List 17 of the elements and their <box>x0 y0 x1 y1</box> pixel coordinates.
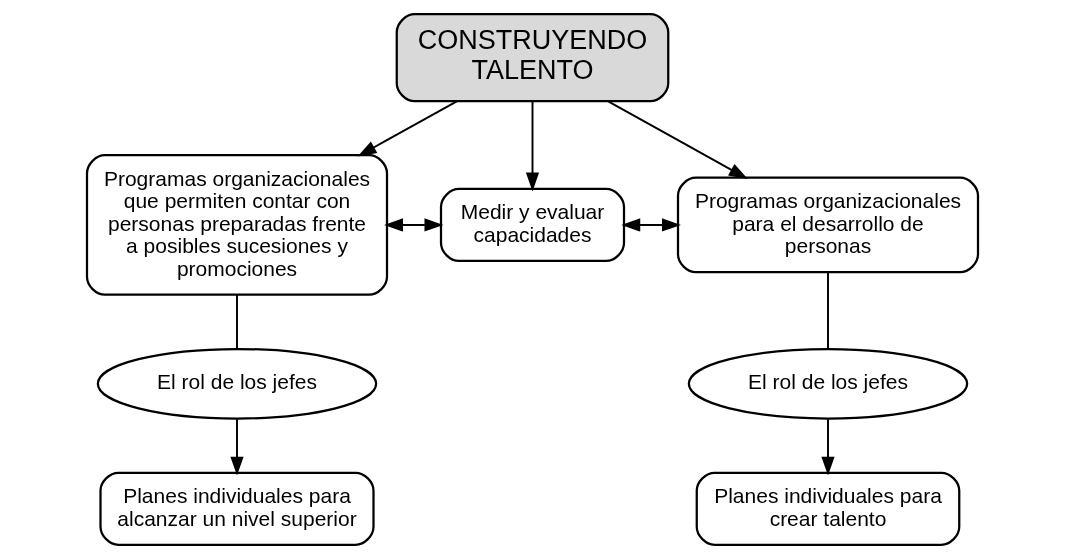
node-box: CONSTRUYENDO TALENTO <box>395 13 670 103</box>
node-box: Programas organizacionales que permiten contar con personas preparadas frente a posibles sucesiones y promociones <box>85 154 389 296</box>
node-box: Medir y evaluar capacidades <box>439 187 626 263</box>
arrow <box>607 100 748 179</box>
node-ellipse: El rol de los jefes <box>687 347 969 420</box>
arrow <box>821 418 835 476</box>
node-box: Programas organizacionales para el desarrollo de personas <box>676 176 980 274</box>
arrow <box>230 418 244 476</box>
arrow <box>384 218 444 232</box>
node-ellipse: El rol de los jefes <box>96 347 378 420</box>
arrow <box>525 100 540 192</box>
connector <box>236 293 238 350</box>
arrow <box>357 100 458 157</box>
arrow <box>621 218 681 232</box>
node-box: Planes individuales para alcanzar un nivel superior <box>99 471 375 546</box>
node-box: Planes individuales para crear talento <box>695 471 961 546</box>
connector <box>827 271 829 350</box>
